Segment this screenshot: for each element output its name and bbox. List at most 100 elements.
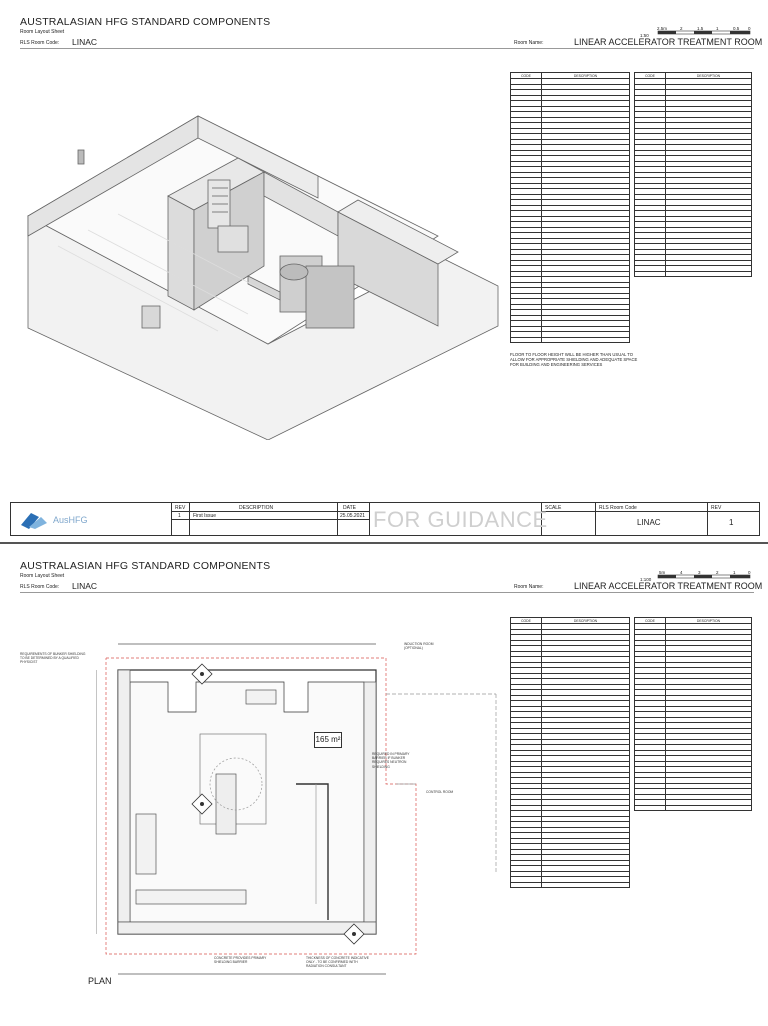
header-rule <box>20 592 754 593</box>
legend-row <box>634 83 752 90</box>
room-code: LINAC <box>72 581 98 591</box>
legend-description-cell <box>665 270 752 277</box>
scale-tick: 0 <box>748 26 751 31</box>
legend-description-cell <box>541 276 630 283</box>
legend-description-cell <box>541 100 630 107</box>
legend-description-cell <box>541 89 630 96</box>
room-name-label: Room Name: <box>514 40 544 46</box>
legend-description-cell <box>665 111 752 118</box>
tb-hline <box>171 519 369 520</box>
legend-description-cell <box>541 105 630 112</box>
legend-row <box>510 281 630 288</box>
legend-row <box>510 78 630 85</box>
header-rule <box>20 48 754 49</box>
isometric-room-view <box>27 115 499 440</box>
legend-description-cell <box>541 116 630 123</box>
legend-row <box>510 111 630 118</box>
legend-row <box>634 78 752 85</box>
legend-row <box>510 336 630 343</box>
legend-description-cell <box>541 78 630 85</box>
tb-rev: 1 <box>178 513 181 519</box>
room-name: LINEAR ACCELERATOR TREATMENT ROOM <box>574 581 763 591</box>
tb-hline <box>171 511 369 512</box>
plan-note-control: CONTROL ROOM <box>426 790 454 794</box>
tb-divider <box>595 503 596 535</box>
legend-description-cell <box>665 259 752 266</box>
floor-plan <box>96 643 497 975</box>
legend-row <box>510 881 630 888</box>
legend-code-cell <box>510 336 542 343</box>
scale-tick: 0 <box>748 570 751 575</box>
room-area-label: 165 m² <box>314 732 342 748</box>
sheet-subtitle: Room Layout Sheet <box>20 29 65 35</box>
legend-description-cell <box>541 336 630 343</box>
legend-row <box>510 292 630 299</box>
svg-text:AusHFG: AusHFG <box>53 515 88 525</box>
legend-row <box>510 309 630 316</box>
scale-caption: 1:50 <box>640 33 649 38</box>
legend-row <box>510 100 630 107</box>
sheet-plan: AUSTRALASIAN HFG STANDARD COMPONENTS Roo… <box>0 542 768 1026</box>
legend-row <box>634 100 752 107</box>
scale-tick: 2.5m <box>657 26 668 31</box>
legend-row <box>510 331 630 338</box>
legend-row <box>634 254 752 261</box>
legend-description-cell <box>665 89 752 96</box>
legend-description-header: DESCRIPTION <box>665 72 752 79</box>
legend-description-cell <box>541 292 630 299</box>
scale-tick: 0.5 <box>733 26 740 31</box>
room-code-label: RLS Room Code: <box>20 584 60 590</box>
legend-table-right: CODE DESCRIPTION <box>634 72 752 277</box>
legend-row <box>510 320 630 327</box>
legend-row <box>510 259 630 266</box>
tb-rev-value: 1 <box>729 518 734 527</box>
tb-date: 25.05.2021 <box>340 513 366 519</box>
legend-row <box>510 314 630 321</box>
tb-hline <box>541 511 759 512</box>
title-block: AusHFG REV DESCRIPTION DATE 1 First Issu… <box>10 502 760 536</box>
legend-description-cell <box>665 78 752 85</box>
legend-description-cell <box>541 259 630 266</box>
room-code-label: RLS Room Code: <box>20 40 60 46</box>
scale-caption: 1:100 <box>640 577 652 582</box>
legend-row <box>634 259 752 266</box>
legend-description-header: DESCRIPTION <box>541 72 630 79</box>
legend-row <box>634 89 752 96</box>
plan-note-left: REQUIREMENTS OF BUNKER SHIELDING TO BE D… <box>20 652 86 665</box>
legend-row <box>510 94 630 101</box>
legend-description-cell <box>541 303 630 310</box>
legend-code-cell <box>510 881 542 888</box>
tb-divider <box>369 503 370 535</box>
tb-rls-code: LINAC <box>637 518 661 527</box>
scale-tick: 2 <box>680 26 683 31</box>
legend-code-cell <box>634 270 666 277</box>
tb-rev-label: REV <box>175 505 186 511</box>
legend-row <box>510 89 630 96</box>
legend-row <box>510 254 630 261</box>
legend-description-cell <box>541 111 630 118</box>
legend-row <box>634 270 752 277</box>
legend-row <box>510 303 630 310</box>
legend-description-cell <box>665 94 752 101</box>
tb-description-label: DESCRIPTION <box>239 505 274 511</box>
tb-divider <box>707 503 708 535</box>
scale-tick: 1 <box>733 570 736 575</box>
tb-description: First Issue <box>193 513 217 519</box>
legend-description-cell <box>665 254 752 261</box>
legend-description-cell <box>541 325 630 332</box>
scale-bar <box>657 30 751 35</box>
plan-note-bottom-left: CONCRETE PROVIDES PRIMARY SHIELDING BARR… <box>214 956 267 965</box>
legend-row <box>510 325 630 332</box>
legend-row <box>510 270 630 277</box>
tb-date-label: DATE <box>343 505 356 511</box>
plan-note-right: REQUIRED IN PRIMARY BARRIER IF BUNKER RE… <box>372 752 410 769</box>
legend-row <box>510 83 630 90</box>
legend-description-cell <box>541 270 630 277</box>
legend-description-cell <box>665 122 752 129</box>
legend-description-header: DESCRIPTION <box>665 617 752 624</box>
scale-tick: 2 <box>716 570 719 575</box>
legend-row <box>510 298 630 305</box>
legend-description-cell <box>541 265 630 272</box>
legend-description-cell <box>665 105 752 112</box>
legend-row <box>510 122 630 129</box>
